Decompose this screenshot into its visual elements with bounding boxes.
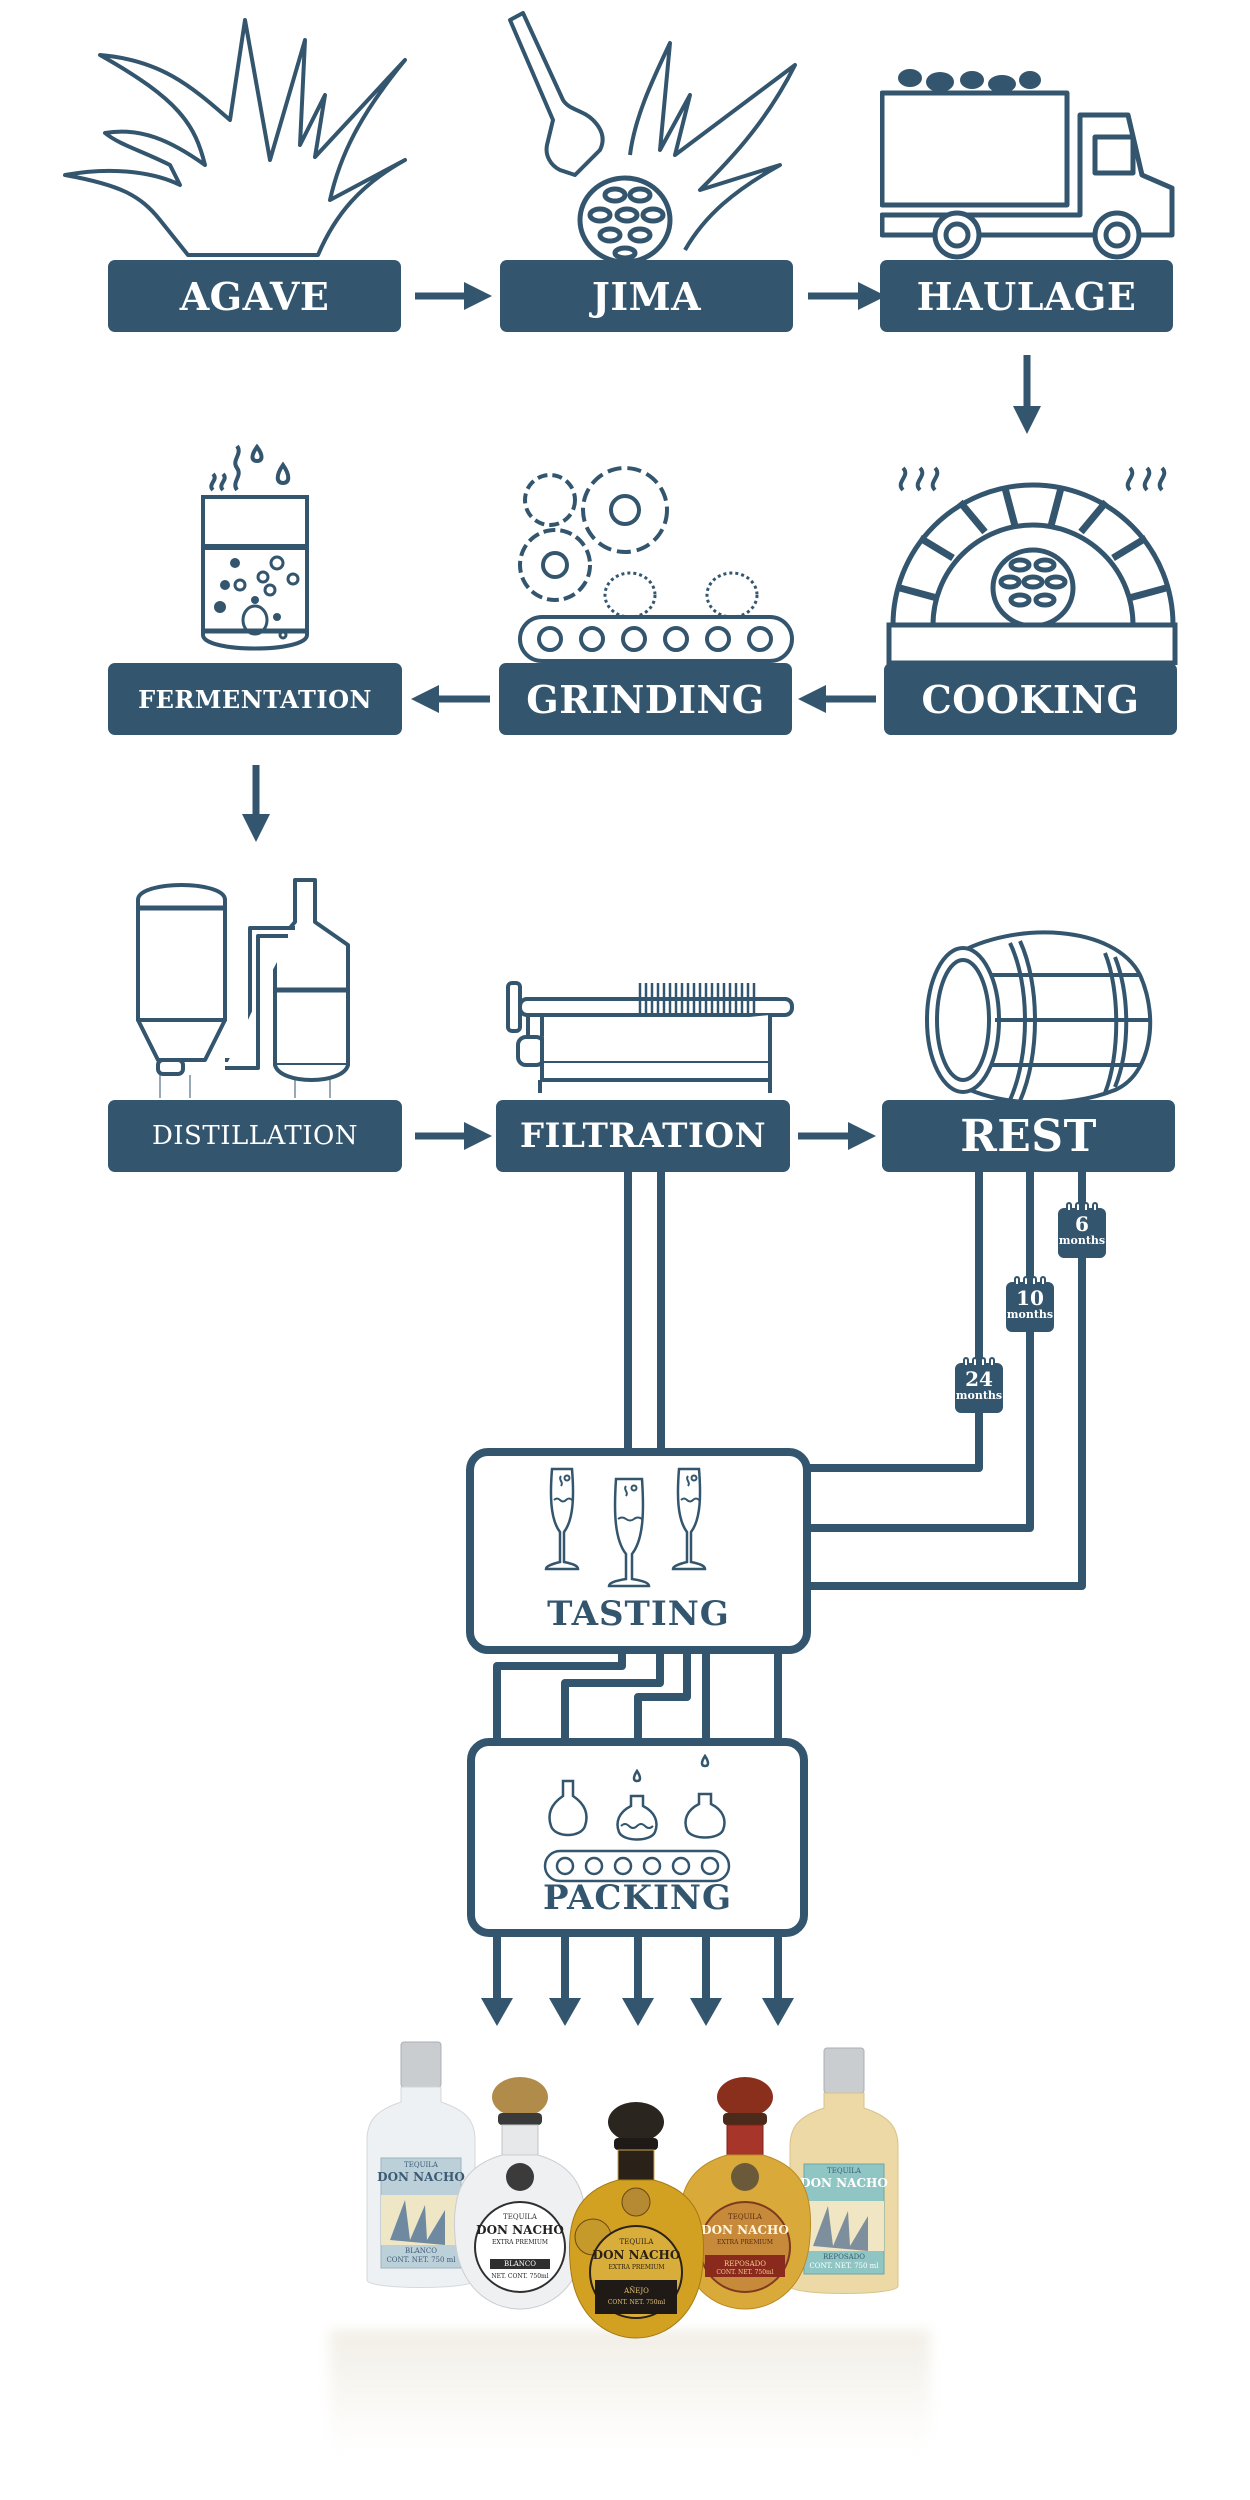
- bottle-extra-premium-anejo: TEQUILA DON NACHO EXTRA PREMIUM AÑEJO CO…: [565, 2102, 708, 2340]
- stage-filtration: FILTRATION: [496, 1100, 790, 1172]
- stage-jima: JIMA: [500, 260, 793, 332]
- bottle-volume: CONT. NET. 750ml: [716, 2269, 774, 2276]
- bottle-volume: NET. CONT. 750ml: [491, 2273, 549, 2280]
- bottle-brand: DON NACHO: [476, 2223, 564, 2237]
- duration-unit: months: [955, 1389, 1003, 1402]
- bottle-extra-premium-reposado: TEQUILA DON NACHO EXTRA PREMIUM REPOSADO…: [675, 2077, 815, 2312]
- arrowhead-2: [549, 1998, 581, 2026]
- pina: [577, 175, 673, 263]
- bottle-shape: [568, 2102, 705, 2339]
- stage-fermentation: FERMENTATION: [108, 663, 402, 735]
- line-rest-10-months: [808, 1172, 1034, 1532]
- calendar-rings-icon: [1014, 1276, 1046, 1284]
- duration-value: 6: [1075, 1212, 1089, 1236]
- line-rest-24-months: [808, 1172, 983, 1472]
- filter-press-icon: [506, 981, 794, 1093]
- glasses-icon: [544, 1467, 707, 1588]
- bottle-brand: DON NACHO: [800, 2176, 888, 2190]
- stage-distillation: DISTILLATION: [108, 1100, 402, 1172]
- stage-packing: PACKING: [467, 1738, 808, 1937]
- bottle-volume: CONT. NET. 750 ml: [386, 2256, 456, 2264]
- agave-plant-icon: [63, 18, 407, 257]
- arrowhead-1: [481, 1998, 513, 2026]
- barrel-icon: [925, 930, 1153, 1105]
- bottle-variety: REPOSADO: [822, 2253, 866, 2261]
- bottle-shape: [789, 2047, 899, 2294]
- gears-conveyor-icon: [518, 466, 794, 663]
- calendar-rings-icon: [963, 1357, 995, 1365]
- line-rest-6-months: [808, 1172, 1086, 1590]
- coa-and-pina-icon: [508, 11, 797, 263]
- stage-cooking: COOKING: [884, 663, 1177, 735]
- arrowhead-5: [762, 1998, 794, 2026]
- bottle-prefix: TEQUILA: [728, 2213, 762, 2221]
- bottle-variety: BLANCO: [503, 2260, 537, 2268]
- bottle-brand: DON NACHO: [701, 2223, 789, 2237]
- fermentation-tank-icon: [201, 443, 309, 651]
- still-icon: [136, 878, 350, 1098]
- line-tasting-to-packing-3: [634, 1650, 691, 1742]
- bottle-reposado-flask: TEQUILA DON NACHO REPOSADO CONT. NET. 75…: [788, 2046, 900, 2301]
- calendar-rings-icon: [1066, 1202, 1098, 1210]
- bottle-prefix: TEQUILA: [503, 2213, 537, 2221]
- bottle-volume: CONT. NET. 750ml: [607, 2299, 666, 2306]
- bottle-variety: BLANCO: [404, 2247, 438, 2255]
- arrowhead-3: [622, 1998, 654, 2026]
- bottle-shape: [453, 2077, 587, 2310]
- bottle-prefix: TEQUILA: [404, 2161, 438, 2169]
- line-tasting-to-packing-2: [561, 1650, 664, 1742]
- stage-tasting: TASTING: [466, 1448, 811, 1654]
- bottle-variety: REPOSADO: [723, 2260, 767, 2268]
- bottle-line: EXTRA PREMIUM: [491, 2239, 549, 2246]
- bottles-reflection: [330, 2330, 930, 2450]
- bottle-blanco-flask: TEQUILA DON NACHO BLANCO CONT. NET. 750 …: [365, 2040, 477, 2295]
- bottle-line: EXTRA PREMIUM: [608, 2264, 665, 2271]
- duration-unit: months: [1006, 1308, 1054, 1321]
- oven-icon: [886, 466, 1178, 665]
- bottle-line: EXTRA PREMIUM: [716, 2239, 774, 2246]
- tasting-label: TASTING: [547, 1594, 730, 1634]
- bottle-brand: DON NACHO: [592, 2248, 681, 2262]
- stage-grinding: GRINDING: [499, 663, 792, 735]
- bottling-conveyor-icon: [543, 1753, 731, 1883]
- rest-duration-badge-24: 24 months: [955, 1357, 1003, 1413]
- packing-label: PACKING: [542, 1878, 733, 1918]
- bottle-prefix: TEQUILA: [619, 2238, 654, 2246]
- bottle-prefix: TEQUILA: [827, 2167, 861, 2175]
- bottle-extra-premium-blanco: TEQUILA DON NACHO EXTRA PREMIUM BLANCO N…: [450, 2077, 590, 2312]
- bottle-shape: [366, 2041, 476, 2288]
- bottle-variety: AÑEJO: [624, 2287, 649, 2295]
- duration-value: 24: [965, 1367, 993, 1391]
- stage-rest: REST: [882, 1100, 1175, 1172]
- duration-unit: months: [1058, 1234, 1106, 1247]
- bottle-volume: CONT. NET. 750 ml: [809, 2262, 879, 2270]
- bottle-shape: [678, 2077, 812, 2310]
- rest-duration-badge-10: 10 months: [1006, 1276, 1054, 1332]
- bottle-brand: DON NACHO: [377, 2170, 465, 2184]
- duration-value: 10: [1016, 1286, 1044, 1310]
- line-tasting-to-packing-1: [493, 1650, 626, 1742]
- stage-haulage: HAULAGE: [880, 260, 1173, 332]
- arrowhead-4: [690, 1998, 722, 2026]
- rest-duration-badge-6: 6 months: [1058, 1202, 1106, 1258]
- truck-icon: [880, 69, 1175, 260]
- stage-agave: AGAVE: [108, 260, 401, 332]
